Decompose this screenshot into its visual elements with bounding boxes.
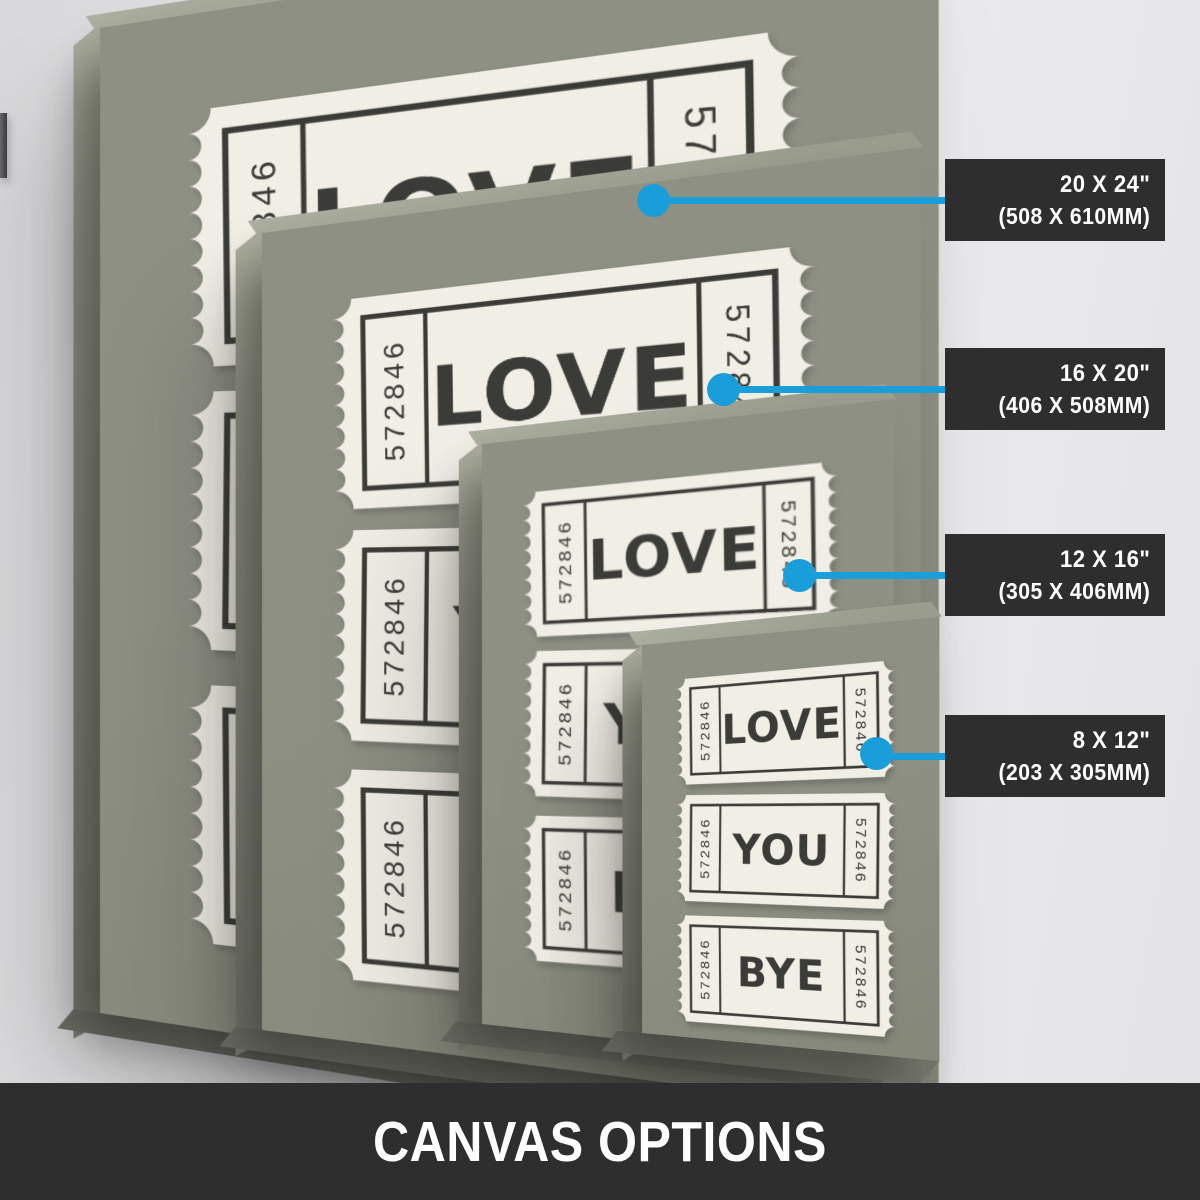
connector-dot-12x16 bbox=[783, 559, 816, 592]
size-label-12x16: 12 X 16" (305 X 406MM) bbox=[945, 534, 1165, 616]
size-inches: 16 X 20" bbox=[1060, 359, 1151, 387]
ticket-serial: 572846 bbox=[381, 815, 414, 940]
canvas-front: 572846 572846 LOVE 572846 572846 YOU 572… bbox=[642, 616, 940, 1062]
bottom-banner: CANVAS OPTIONS bbox=[0, 1083, 1200, 1200]
size-label-8x12: 8 X 12" (203 X 305MM) bbox=[945, 715, 1165, 797]
ticket-word: LOVE bbox=[588, 514, 762, 594]
banner-title: CANVAS OPTIONS bbox=[373, 1109, 827, 1174]
size-label-20x24: 20 X 24" (508 X 610MM) bbox=[945, 159, 1165, 241]
size-mm: (406 X 508MM) bbox=[998, 391, 1151, 418]
canvas-left-edge bbox=[622, 644, 642, 1061]
love-ticket: 572846 572846 LOVE bbox=[674, 658, 897, 787]
ticket-serial: 572846 bbox=[554, 847, 577, 933]
canvas-left-edge bbox=[458, 441, 482, 1052]
ticket-serial: 572846 bbox=[698, 699, 714, 761]
ticket-word: LOVE bbox=[721, 696, 842, 753]
connector-dot-20x24 bbox=[637, 184, 670, 217]
connector-line-12x16 bbox=[799, 572, 947, 579]
ticket-serial: 572846 bbox=[851, 944, 869, 1011]
you-ticket: 572846 572846 YOU bbox=[674, 791, 897, 911]
ticket-word: YOU bbox=[731, 825, 830, 876]
ticket-serial: 572846 bbox=[554, 682, 577, 767]
ticket-serial: 572846 bbox=[554, 519, 578, 605]
ticket-serial: 572846 bbox=[851, 687, 869, 754]
size-inches: 8 X 12" bbox=[1072, 726, 1151, 754]
canvas-left-edge bbox=[73, 23, 100, 1039]
bye-ticket: 572846 572846 BYE bbox=[674, 913, 897, 1039]
neighbor-frame-edge bbox=[0, 113, 7, 178]
ticket-serial: 572846 bbox=[698, 817, 714, 879]
connector-line-16x20 bbox=[723, 386, 947, 393]
ticket-serial: 572846 bbox=[381, 574, 414, 698]
connector-line-8x12 bbox=[876, 753, 947, 760]
size-inches: 20 X 24" bbox=[1060, 170, 1151, 198]
ticket-serial: 572846 bbox=[851, 817, 869, 883]
size-mm: (508 X 610MM) bbox=[998, 202, 1151, 229]
connector-dot-8x12 bbox=[860, 737, 893, 770]
connector-line-20x24 bbox=[653, 197, 947, 204]
size-label-16x20: 16 X 20" (406 X 508MM) bbox=[945, 348, 1165, 430]
canvas-mockup-8x12: 572846 572846 LOVE 572846 572846 YOU 572… bbox=[602, 601, 942, 1085]
size-mm: (305 X 406MM) bbox=[998, 577, 1151, 604]
ticket-serial: 572846 bbox=[381, 337, 414, 462]
love-ticket: 572846 572846 LOVE bbox=[521, 459, 841, 640]
connector-dot-16x20 bbox=[707, 373, 740, 406]
ticket-artwork: 572846 572846 LOVE 572846 572846 YOU 572… bbox=[674, 658, 897, 1052]
size-mm: (203 X 305MM) bbox=[998, 758, 1151, 785]
canvas-left-edge bbox=[235, 228, 262, 1057]
ticket-word: BYE bbox=[736, 947, 825, 1001]
ticket-serial: 572846 bbox=[698, 938, 713, 1000]
size-inches: 12 X 16" bbox=[1060, 545, 1151, 573]
